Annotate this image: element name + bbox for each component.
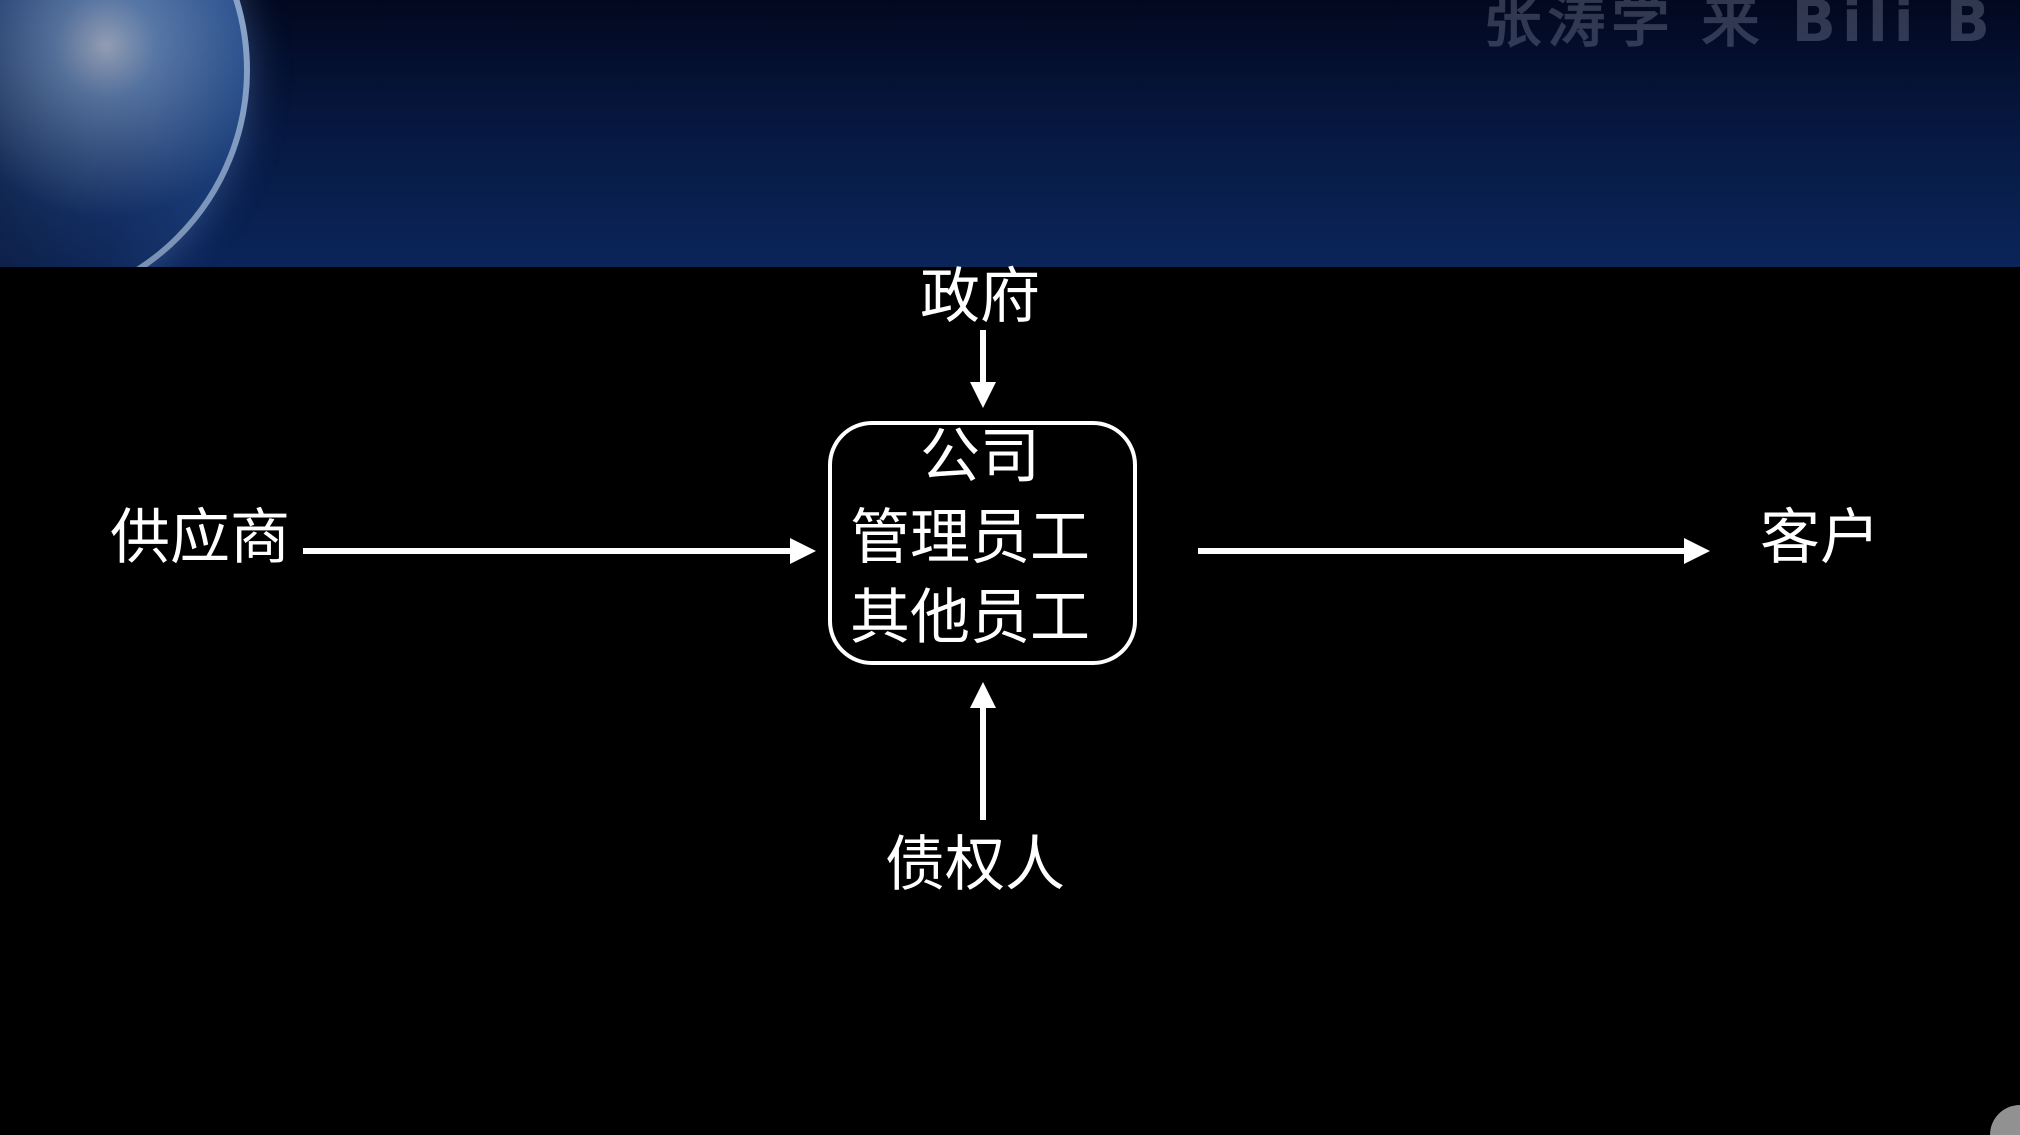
node-creditor: 债权人 xyxy=(885,830,1065,900)
watermark-text: 张涛学 来 Bili B xyxy=(1483,0,1996,55)
node-customer: 客户 xyxy=(1760,503,1880,573)
arrowhead-customer xyxy=(1684,538,1710,564)
arrowhead-creditor xyxy=(970,682,996,708)
company-box xyxy=(828,421,1137,665)
company-title: 公司 xyxy=(920,422,1040,492)
arrowhead-government xyxy=(970,382,996,408)
header-banner: 张涛学 来 Bili B xyxy=(0,0,2020,267)
node-government: 政府 xyxy=(920,262,1040,332)
arrowhead-supplier xyxy=(790,538,816,564)
company-managers: 管理员工 xyxy=(850,503,1090,573)
node-supplier: 供应商 xyxy=(110,503,290,573)
company-other-staff: 其他员工 xyxy=(850,583,1090,653)
